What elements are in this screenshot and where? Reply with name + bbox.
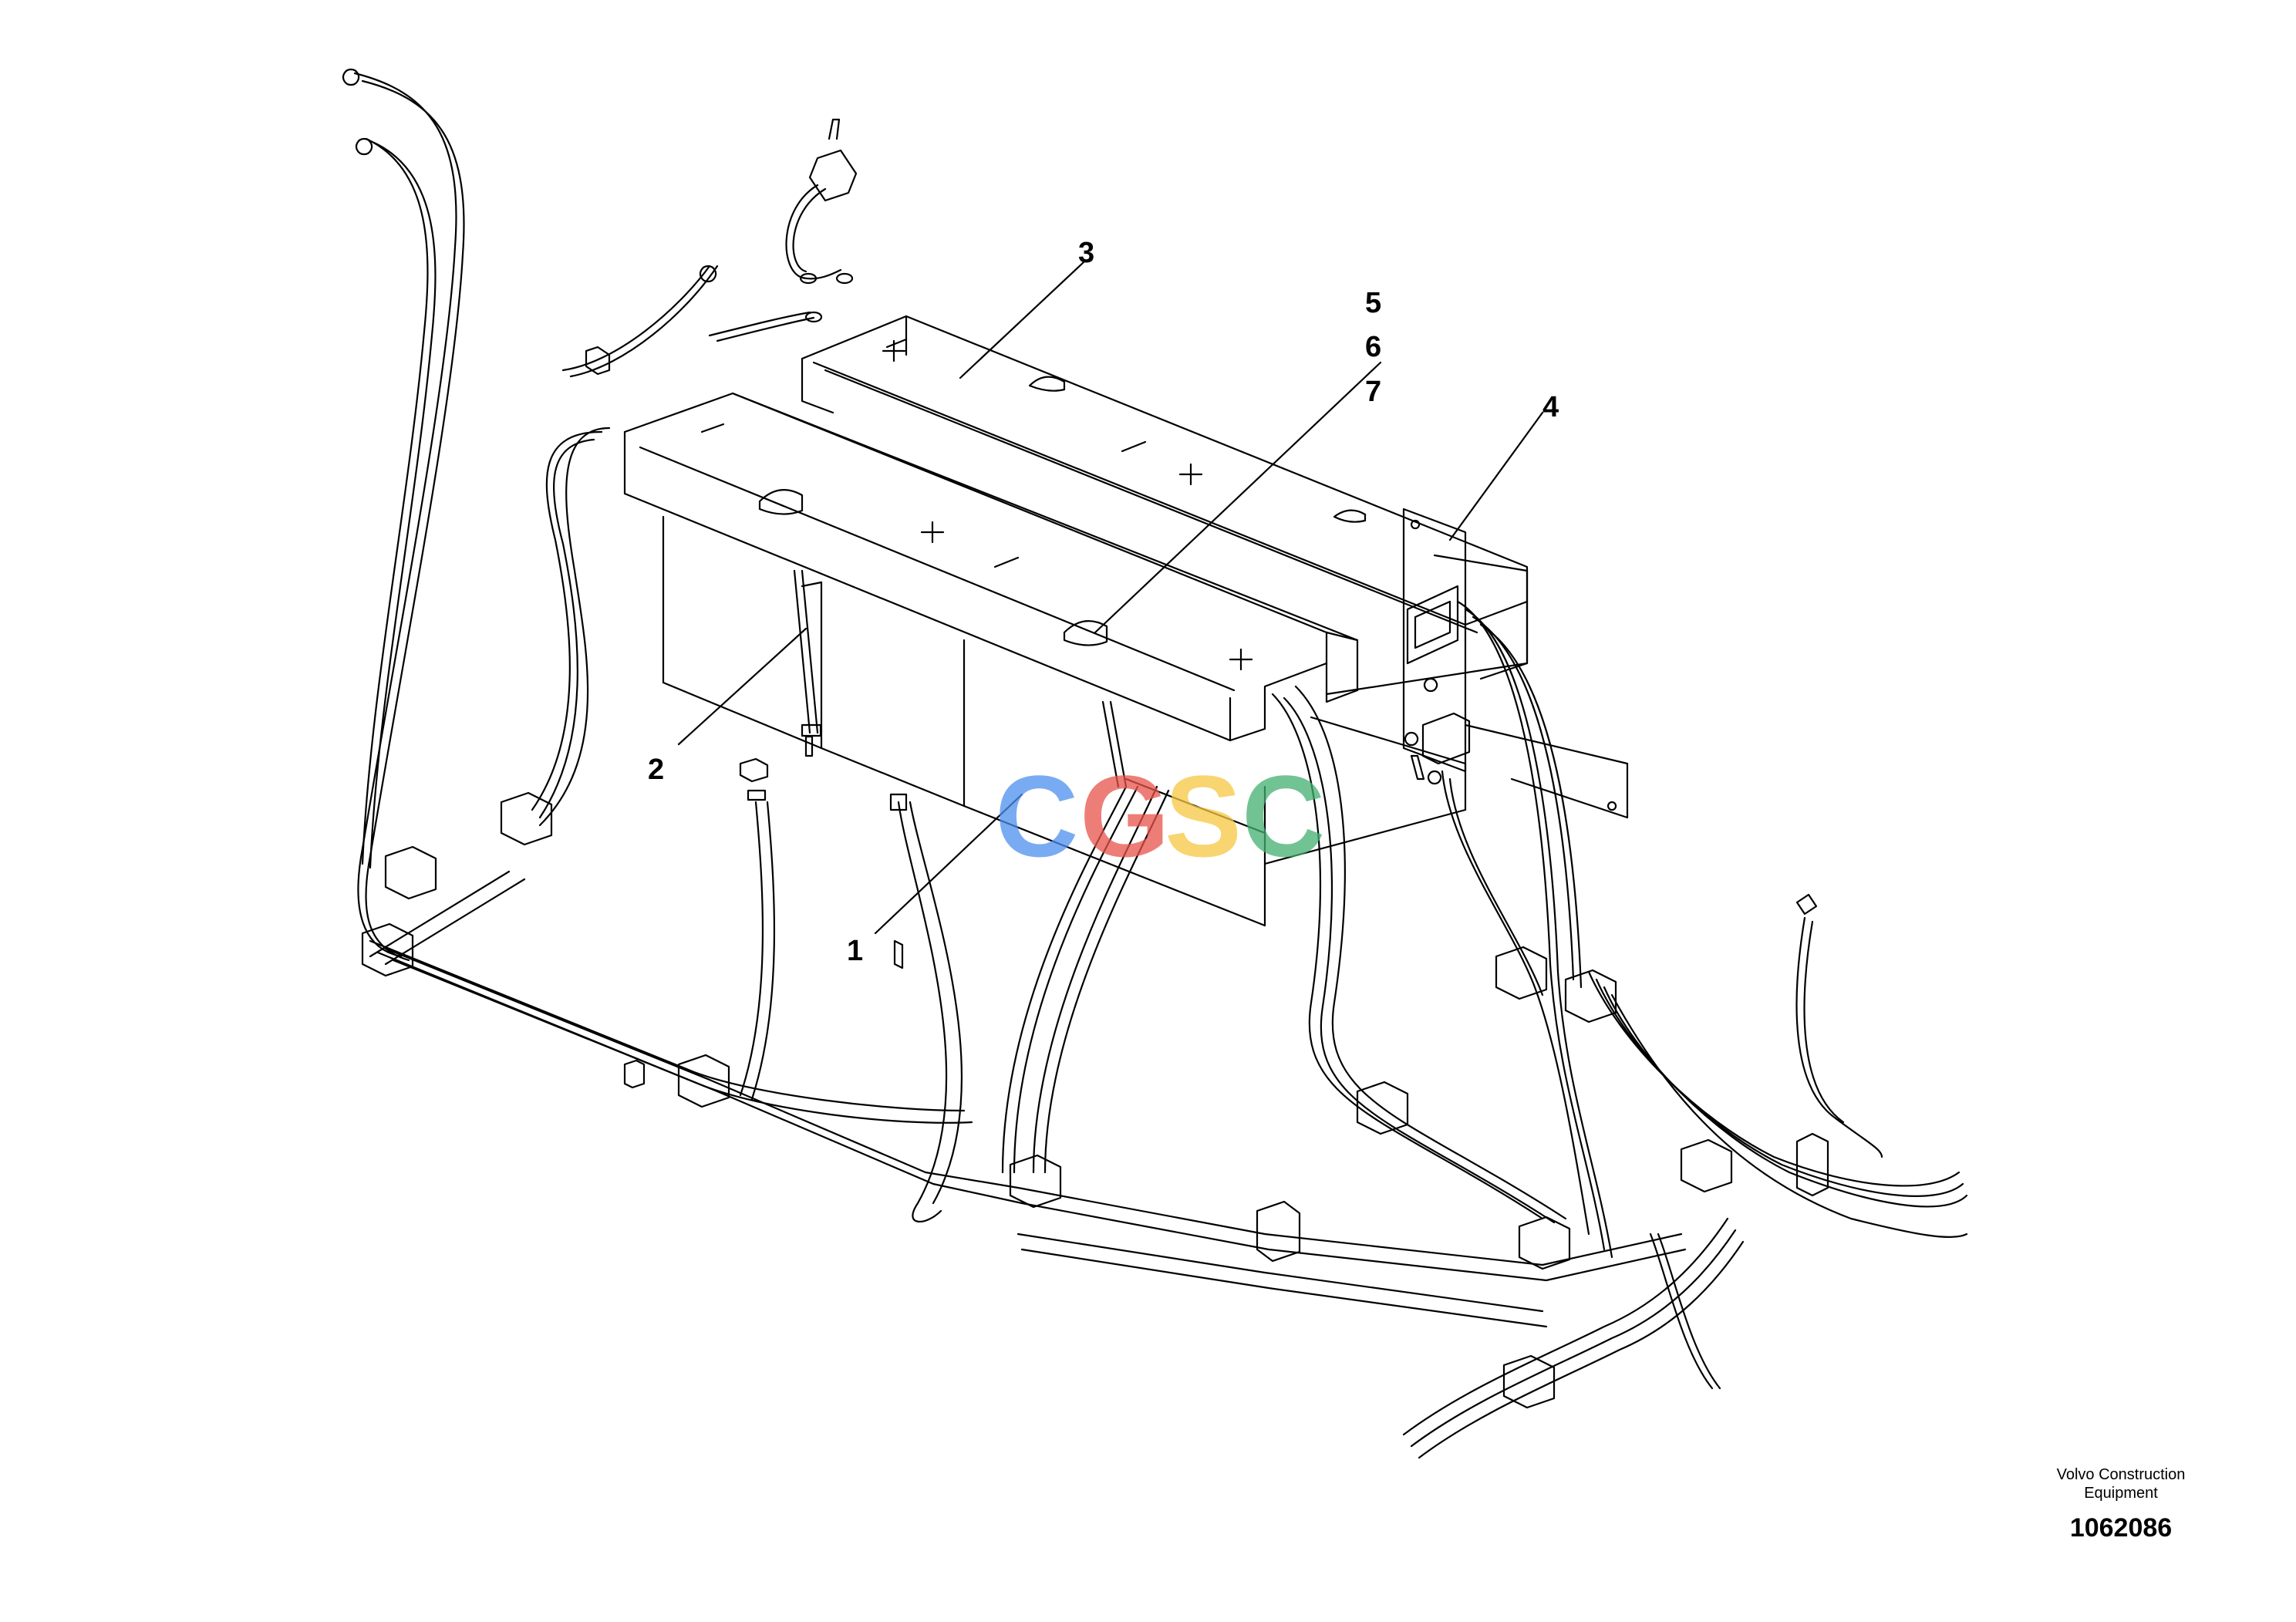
callout-7: 7 bbox=[1365, 376, 1381, 408]
rear-battery bbox=[1263, 554, 1529, 927]
cable-clamps bbox=[361, 791, 1829, 1409]
small-parts bbox=[342, 68, 1818, 1089]
company-name-line-2: Equipment bbox=[2084, 1485, 2158, 1502]
callout-6: 6 bbox=[1365, 331, 1381, 363]
front-battery-cover bbox=[623, 392, 1359, 742]
watermark-letter-2: G bbox=[1080, 751, 1170, 881]
watermark-letter-1: C bbox=[995, 751, 1078, 881]
leader-lines bbox=[677, 261, 1544, 935]
cable-harness bbox=[353, 72, 1968, 1459]
callout-5: 5 bbox=[1365, 287, 1381, 319]
hold-down-rods bbox=[793, 569, 1128, 788]
company-name-line-1: Volvo Construction bbox=[2056, 1466, 2186, 1483]
callouts: 3 5 6 7 4 2 1 bbox=[648, 237, 1559, 967]
watermark: C G S C bbox=[995, 751, 1325, 881]
rear-battery-cover bbox=[801, 315, 1529, 696]
callout-4: 4 bbox=[1542, 391, 1559, 423]
front-battery-body bbox=[662, 515, 1266, 927]
callout-2: 2 bbox=[648, 754, 664, 786]
callout-3: 3 bbox=[1078, 237, 1094, 269]
watermark-letter-3: S bbox=[1165, 751, 1242, 881]
callout-1: 1 bbox=[847, 935, 863, 967]
watermark-letter-4: C bbox=[1242, 751, 1325, 881]
drawing-footer: Volvo Construction Equipment 1062086 bbox=[1982, 1465, 2260, 1543]
mounting-plate bbox=[1402, 508, 1629, 819]
drawing-number: 1062086 bbox=[2069, 1513, 2173, 1543]
